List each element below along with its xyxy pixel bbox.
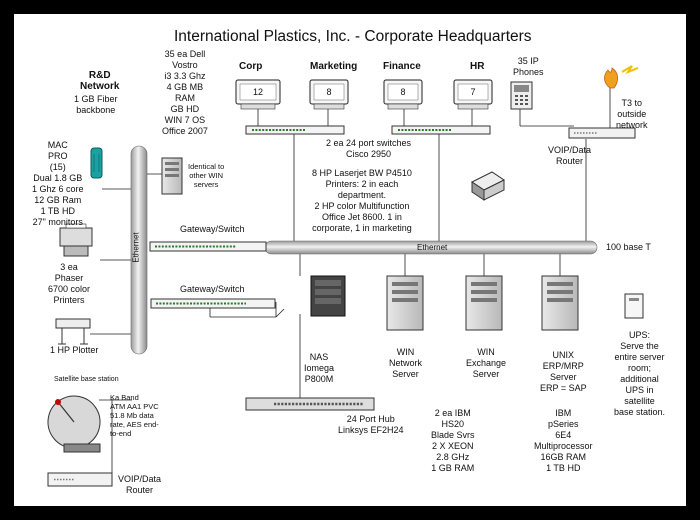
gateway-switches	[149, 241, 276, 309]
gateway-switch-2-label: Gateway/Switch	[180, 284, 245, 294]
gateway-switch-1-label: Gateway/Switch	[180, 224, 245, 234]
diagram-title: International Plastics, Inc. - Corporate…	[174, 28, 532, 45]
dept-label-finance: Finance	[383, 61, 421, 72]
phaser-printer-icon	[59, 223, 93, 257]
identical-server-icon	[161, 157, 183, 195]
server-icons	[386, 275, 579, 331]
ups-icon	[624, 293, 644, 319]
network-printer-icon	[471, 171, 505, 201]
ethernet-horizontal-label: Ethernet	[417, 243, 448, 252]
dept-label-marketing: Marketing	[310, 61, 358, 72]
finance-count: 8	[400, 87, 406, 97]
connector-lines	[90, 88, 611, 480]
plotter-label: 1 HP Plotter	[50, 345, 99, 355]
hub-icon	[245, 397, 375, 411]
network-diagram: International Plastics, Inc. - Corporate…	[14, 14, 686, 506]
corp-count: 12	[252, 87, 263, 97]
t3-flame-icon	[604, 65, 639, 89]
diagram-graphics	[47, 65, 644, 487]
dept-label-corp: Corp	[239, 61, 263, 72]
voip-router-bottom-icon	[47, 472, 113, 487]
dept-label-hr: HR	[470, 61, 485, 72]
nas-icon	[310, 275, 346, 317]
marketing-count: 8	[326, 87, 332, 97]
ethernet-vertical-label: Ethernet	[131, 232, 141, 263]
mac-pro-icon	[90, 147, 103, 179]
satellite-dish-icon	[47, 395, 101, 453]
voip-router-top-icon	[568, 127, 636, 139]
satellite-station-label: Satellite base station	[54, 376, 119, 383]
cisco-switches	[245, 125, 491, 135]
hp-plotter-icon	[55, 318, 91, 345]
ip-phone-icon	[510, 81, 533, 110]
base-t-label: 100 base T	[606, 242, 651, 252]
hr-count: 7	[470, 87, 476, 97]
dept-computers	[235, 79, 493, 110]
rd-ethernet-pipe	[130, 145, 148, 355]
